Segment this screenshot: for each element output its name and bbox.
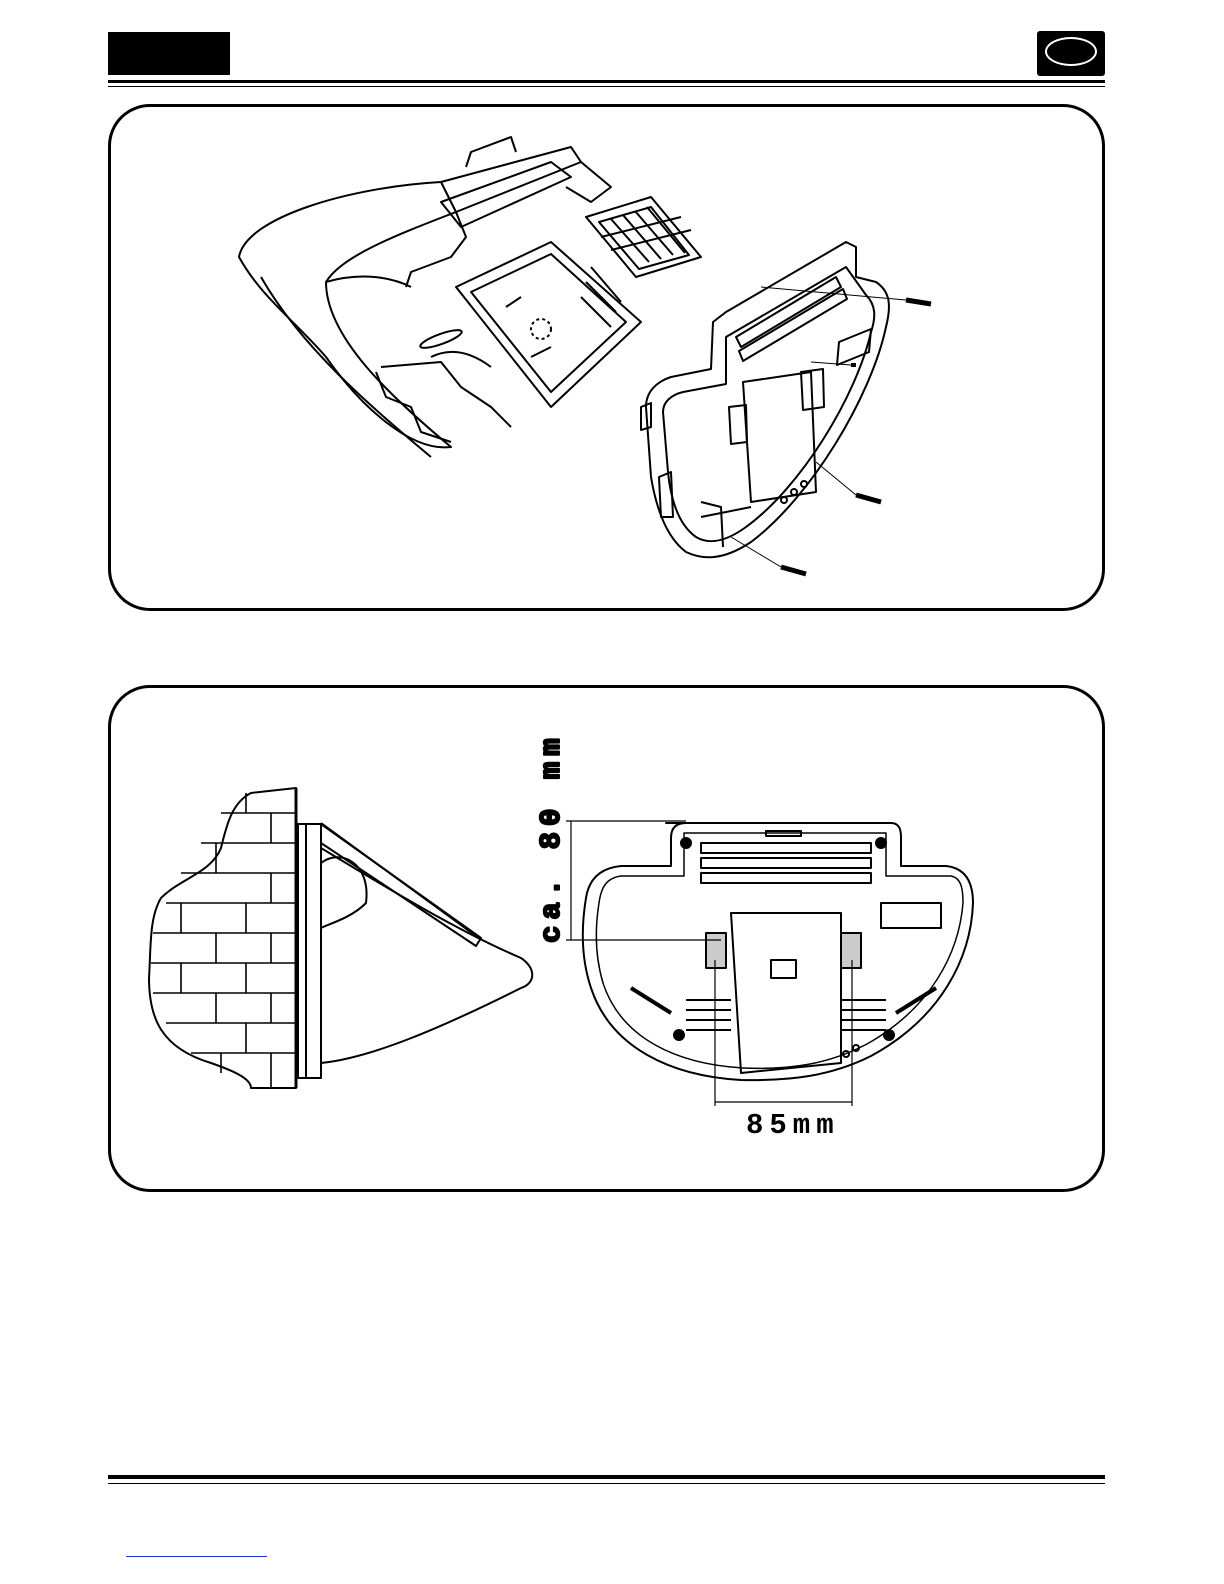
brick-wall: [149, 788, 296, 1088]
filter-cartridge: [586, 197, 701, 277]
dimension-vertical: [566, 821, 721, 940]
exploded-view-drawing: [111, 107, 1105, 611]
header-rule-thick: [108, 80, 1105, 83]
header-rule-thin: [108, 86, 1105, 87]
dimension-horizontal-label: 85mm: [746, 1109, 840, 1142]
inner-chassis: [456, 242, 641, 407]
wall-mounting-drawing: ca. 80 mm: [111, 688, 1105, 1192]
device-back-view: [583, 823, 973, 1080]
dimension-vertical-label: ca. 80 mm: [535, 732, 568, 943]
footer-rule-thick: [108, 1475, 1105, 1479]
back-plate: [641, 242, 889, 557]
screws: [731, 287, 931, 574]
figure-wall-mounting: ca. 80 mm: [108, 685, 1105, 1192]
footer-rule-thin: [108, 1483, 1105, 1484]
footer-link[interactable]: [126, 1556, 267, 1557]
header-section-tab: [108, 32, 230, 75]
figure-exploded-view: [108, 104, 1105, 611]
language-oval-icon: [1045, 37, 1097, 66]
housing-shell: [239, 137, 611, 457]
language-badge: [1037, 31, 1105, 76]
device-side-view: [298, 823, 532, 1078]
